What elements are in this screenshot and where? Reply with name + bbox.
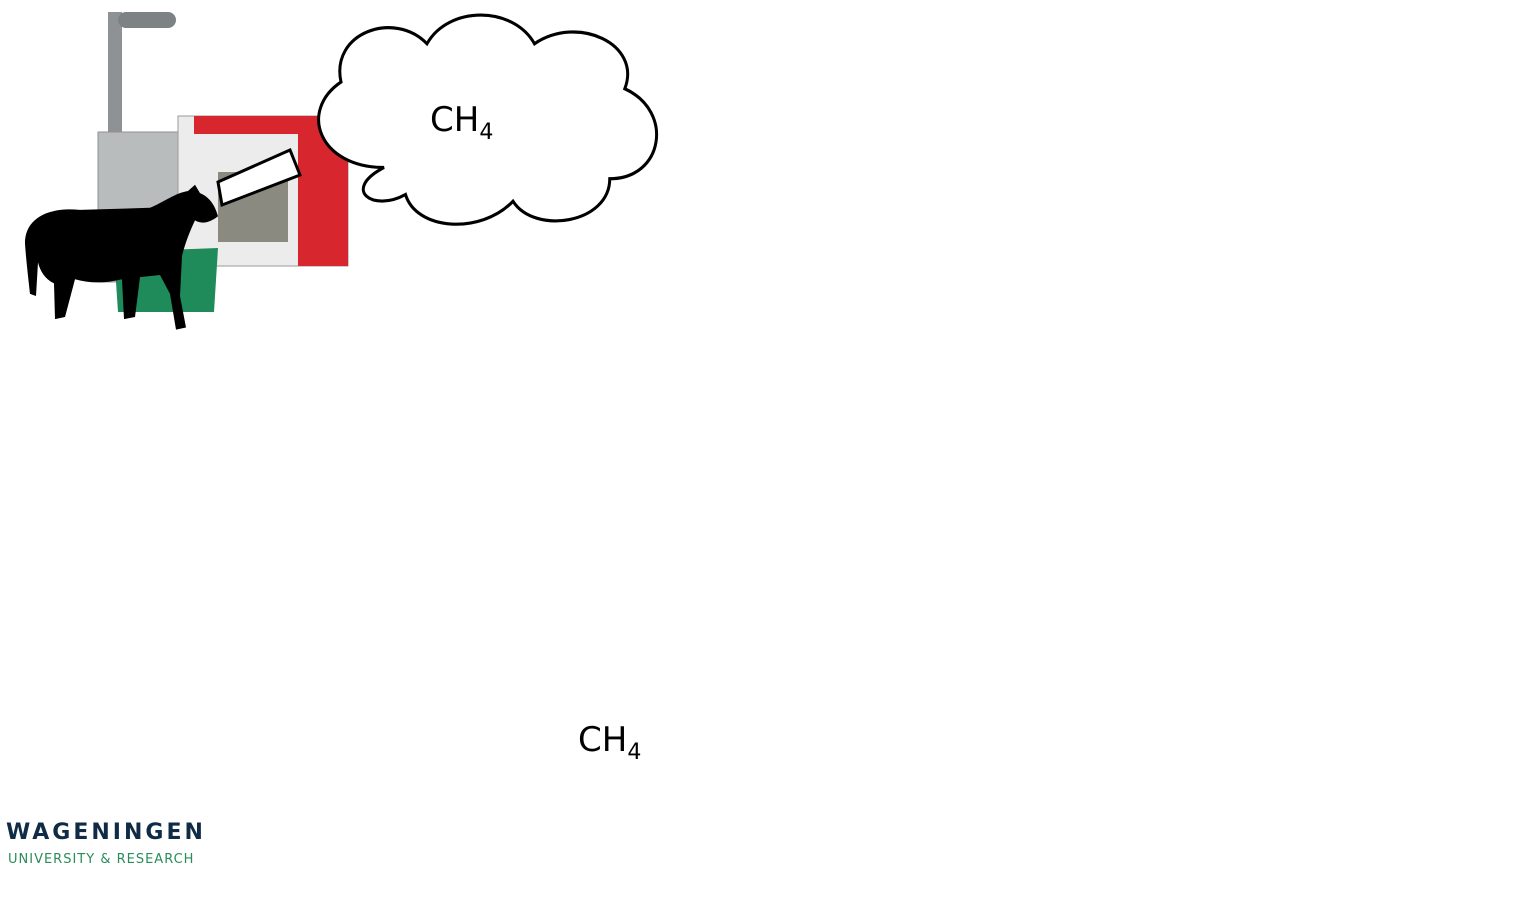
ch4-label-top-base: CH	[430, 100, 480, 140]
gas-cloud-icon	[216, 13, 659, 226]
ch4-label-top: CH4	[430, 100, 493, 145]
logo-wordmark: WAGENINGEN	[6, 820, 206, 845]
ch4-label-top-sub: 4	[479, 120, 494, 145]
ch4-label-bottom-sub: 4	[627, 740, 642, 765]
logo-subtitle: UNIVERSITY & RESEARCH	[8, 852, 195, 867]
ch4-label-bottom-base: CH	[578, 720, 628, 760]
ch4-label-bottom: CH4	[578, 720, 641, 765]
